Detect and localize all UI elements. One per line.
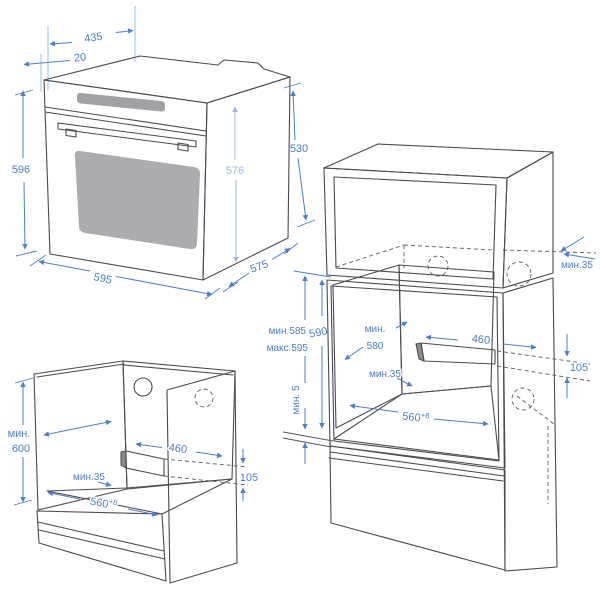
- tall-cabinet-plinth: [329, 445, 506, 571]
- dim-oven-width: 595: [93, 271, 113, 287]
- tall-cabinet-side: [502, 277, 558, 572]
- niche-front-frame: [326, 279, 506, 469]
- dim-oven-front-offset: 20: [73, 51, 86, 64]
- cabinet-right-panel: [166, 370, 238, 584]
- dim-niche-height-min: мин.585: [269, 326, 307, 337]
- oven-dimensions: 435 20 596 595 575 576: [12, 6, 316, 300]
- dim-rear-clearance: мин.35: [369, 369, 401, 380]
- base-cabinet-dimensions: мин. 600 мин.35 560+8 460 105: [8, 377, 260, 517]
- upper-vent-gap-dashed: [502, 249, 597, 254]
- upper-vent-hole-dashed: [427, 255, 449, 277]
- dim-oven-depth: 575: [249, 258, 270, 276]
- tall-cabinet-dimensions: мин.35 мин.585 макс.595 590 мин. 5 мин. …: [267, 236, 596, 464]
- dim-slot-width: 460: [168, 442, 188, 456]
- cabinet-left-wall-edge: [36, 363, 125, 378]
- dim-rear-clearance: мин.35: [73, 472, 105, 483]
- cable-hole: [133, 377, 153, 397]
- hidden-oven-outline-dashed: [516, 395, 555, 504]
- upper-interior-dashed: [335, 244, 494, 268]
- tall-side-vent-hole-dashed: [511, 387, 535, 411]
- cabinet-plinth: [36, 510, 167, 582]
- oven-display: [77, 92, 165, 112]
- oven-control-panel-edge: [44, 106, 207, 137]
- upper-cabinet-front-frame: [323, 167, 508, 289]
- base-cabinet-drawing: мин. 600 мин.35 560+8 460 105: [8, 360, 260, 584]
- dim-niche-min-height-word: мин.: [8, 428, 31, 440]
- upper-side-vent-hole-dashed: [506, 261, 532, 287]
- oven-handle-brackets: [65, 128, 189, 152]
- cabinet-back-wall-edge: [123, 364, 234, 376]
- dim-niche-width: 560+8: [89, 494, 118, 512]
- dim-slot-width: 460: [471, 333, 491, 347]
- dim-niche-min-height-value: 600: [12, 443, 30, 455]
- oven-door-window: [74, 150, 200, 250]
- dim-niche-height-max: макс.595: [267, 343, 309, 354]
- tall-cabinet-plinth-lines: [328, 451, 505, 482]
- tall-cabinet-drawing: мин.35 мин.585 макс.595 590 мин. 5 мин. …: [267, 143, 597, 572]
- dim-bottom-gap: мин. 5: [291, 385, 302, 415]
- dim-niche-depth-word: мин.: [365, 324, 386, 335]
- dim-oven-body-height-group: 576: [226, 106, 244, 263]
- dim-niche-depth-value: 580: [367, 341, 384, 352]
- niche-vent-slot: [420, 342, 496, 365]
- dim-oven-top-depth: 435: [84, 31, 104, 46]
- dim-top-vent-clearance: мин.35: [561, 260, 593, 271]
- cabinet-plinth-lines: [37, 521, 166, 560]
- oven-handle: [57, 122, 197, 148]
- oven-front-face: [43, 79, 208, 281]
- vent-hole-dashed: [194, 388, 214, 408]
- oven-isometric-drawing: 435 20 596 595 575 576: [12, 6, 316, 300]
- dim-niche-width: 560+8: [402, 409, 430, 426]
- vent-slot-cap: [120, 450, 127, 469]
- dim-oven-rear-height: 530: [290, 143, 308, 155]
- dim-oven-height: 596: [12, 164, 30, 176]
- extension-lines: [40, 6, 136, 92]
- dim-oven-body-height: 576: [226, 165, 244, 177]
- niche-slot-extension-dashed: [496, 350, 591, 382]
- dim-niche-height: 590: [308, 325, 328, 340]
- dim-slot-height: 105: [240, 472, 258, 484]
- dim-slot-height: 105: [570, 362, 588, 374]
- slot-extension-dashed: [163, 458, 249, 486]
